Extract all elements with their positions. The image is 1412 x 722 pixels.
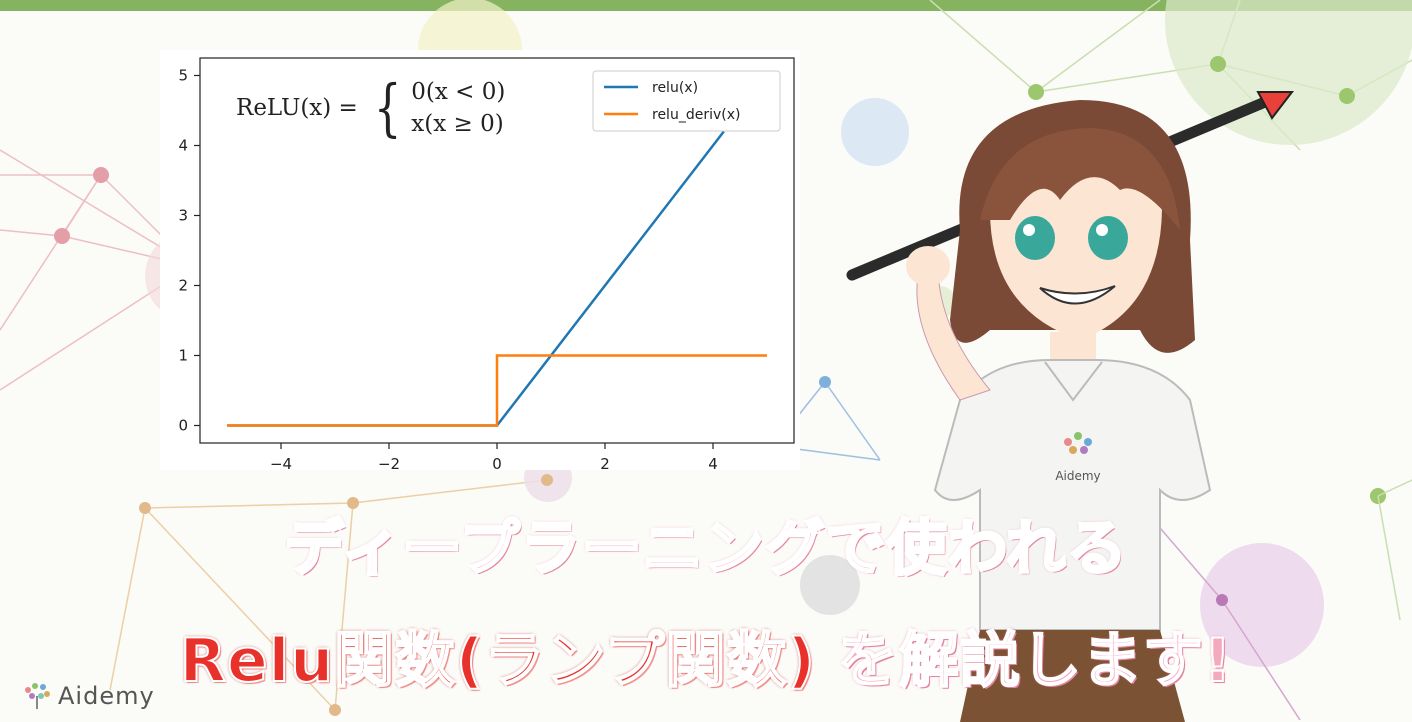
x-tick-label: 4 [708, 455, 718, 470]
y-tick-label: 4 [178, 137, 188, 155]
tree-dots-icon [25, 683, 50, 709]
series-line-1 [227, 354, 767, 427]
shirt-logo-text: Aidemy [1055, 469, 1100, 483]
formula-cases: 0(x < 0) x(x ≥ 0) [411, 76, 505, 140]
chart-legend: relu(x) relu_deriv(x) [592, 70, 781, 132]
x-tick-label: −2 [378, 455, 400, 470]
y-tick-label: 5 [178, 67, 188, 85]
right-eye [1088, 216, 1128, 260]
relu-formula: ReLU(x) = { 0(x < 0) x(x ≥ 0) [236, 76, 505, 140]
x-tick-label: 0 [492, 455, 502, 470]
y-tick-label: 2 [178, 277, 188, 295]
skirt [960, 630, 1185, 722]
shirt-logo-icon [1064, 432, 1092, 454]
y-tick-label: 1 [178, 347, 188, 365]
left-eye [1015, 216, 1055, 260]
top-accent-bar [0, 0, 1412, 11]
hand [906, 246, 950, 286]
pointer-arrow-icon [1256, 91, 1295, 120]
caption-line-2-red: Relu関数(ランプ関数) [179, 625, 816, 697]
caption-line-2-pink: を解説します! [837, 625, 1233, 697]
bangs [980, 128, 1180, 230]
legend-label-relu-deriv: relu_deriv(x) [652, 107, 740, 123]
caption-line-1: ディープラーニングで使われる [283, 513, 1128, 586]
x-tick-label: −4 [270, 455, 292, 470]
formula-brace: { [373, 71, 402, 144]
relu-chart: 0 1 2 3 4 5 −4 −2 0 2 4 relu(x) relu_deriv(x) [160, 50, 800, 470]
logo-text: Aidemy [58, 682, 155, 710]
x-tick-label: 2 [600, 455, 610, 470]
smile [1039, 285, 1116, 305]
polo-shirt [933, 359, 1212, 631]
aidemy-logo: Aidemy [22, 682, 155, 710]
y-tick-label: 0 [178, 417, 188, 435]
legend-box [592, 70, 781, 132]
face [990, 160, 1162, 340]
y-tick-label: 3 [178, 207, 188, 225]
formula-lhs: ReLU(x) = [236, 95, 358, 121]
character-illustration: Aidemy [846, 91, 1295, 722]
caption-line-2: Relu関数(ランプ関数) を解説します! [0, 612, 1412, 699]
formula-case-1: 0(x < 0) [411, 79, 506, 105]
formula-case-2: x(x ≥ 0) [411, 111, 504, 137]
legend-label-relu: relu(x) [652, 80, 698, 96]
